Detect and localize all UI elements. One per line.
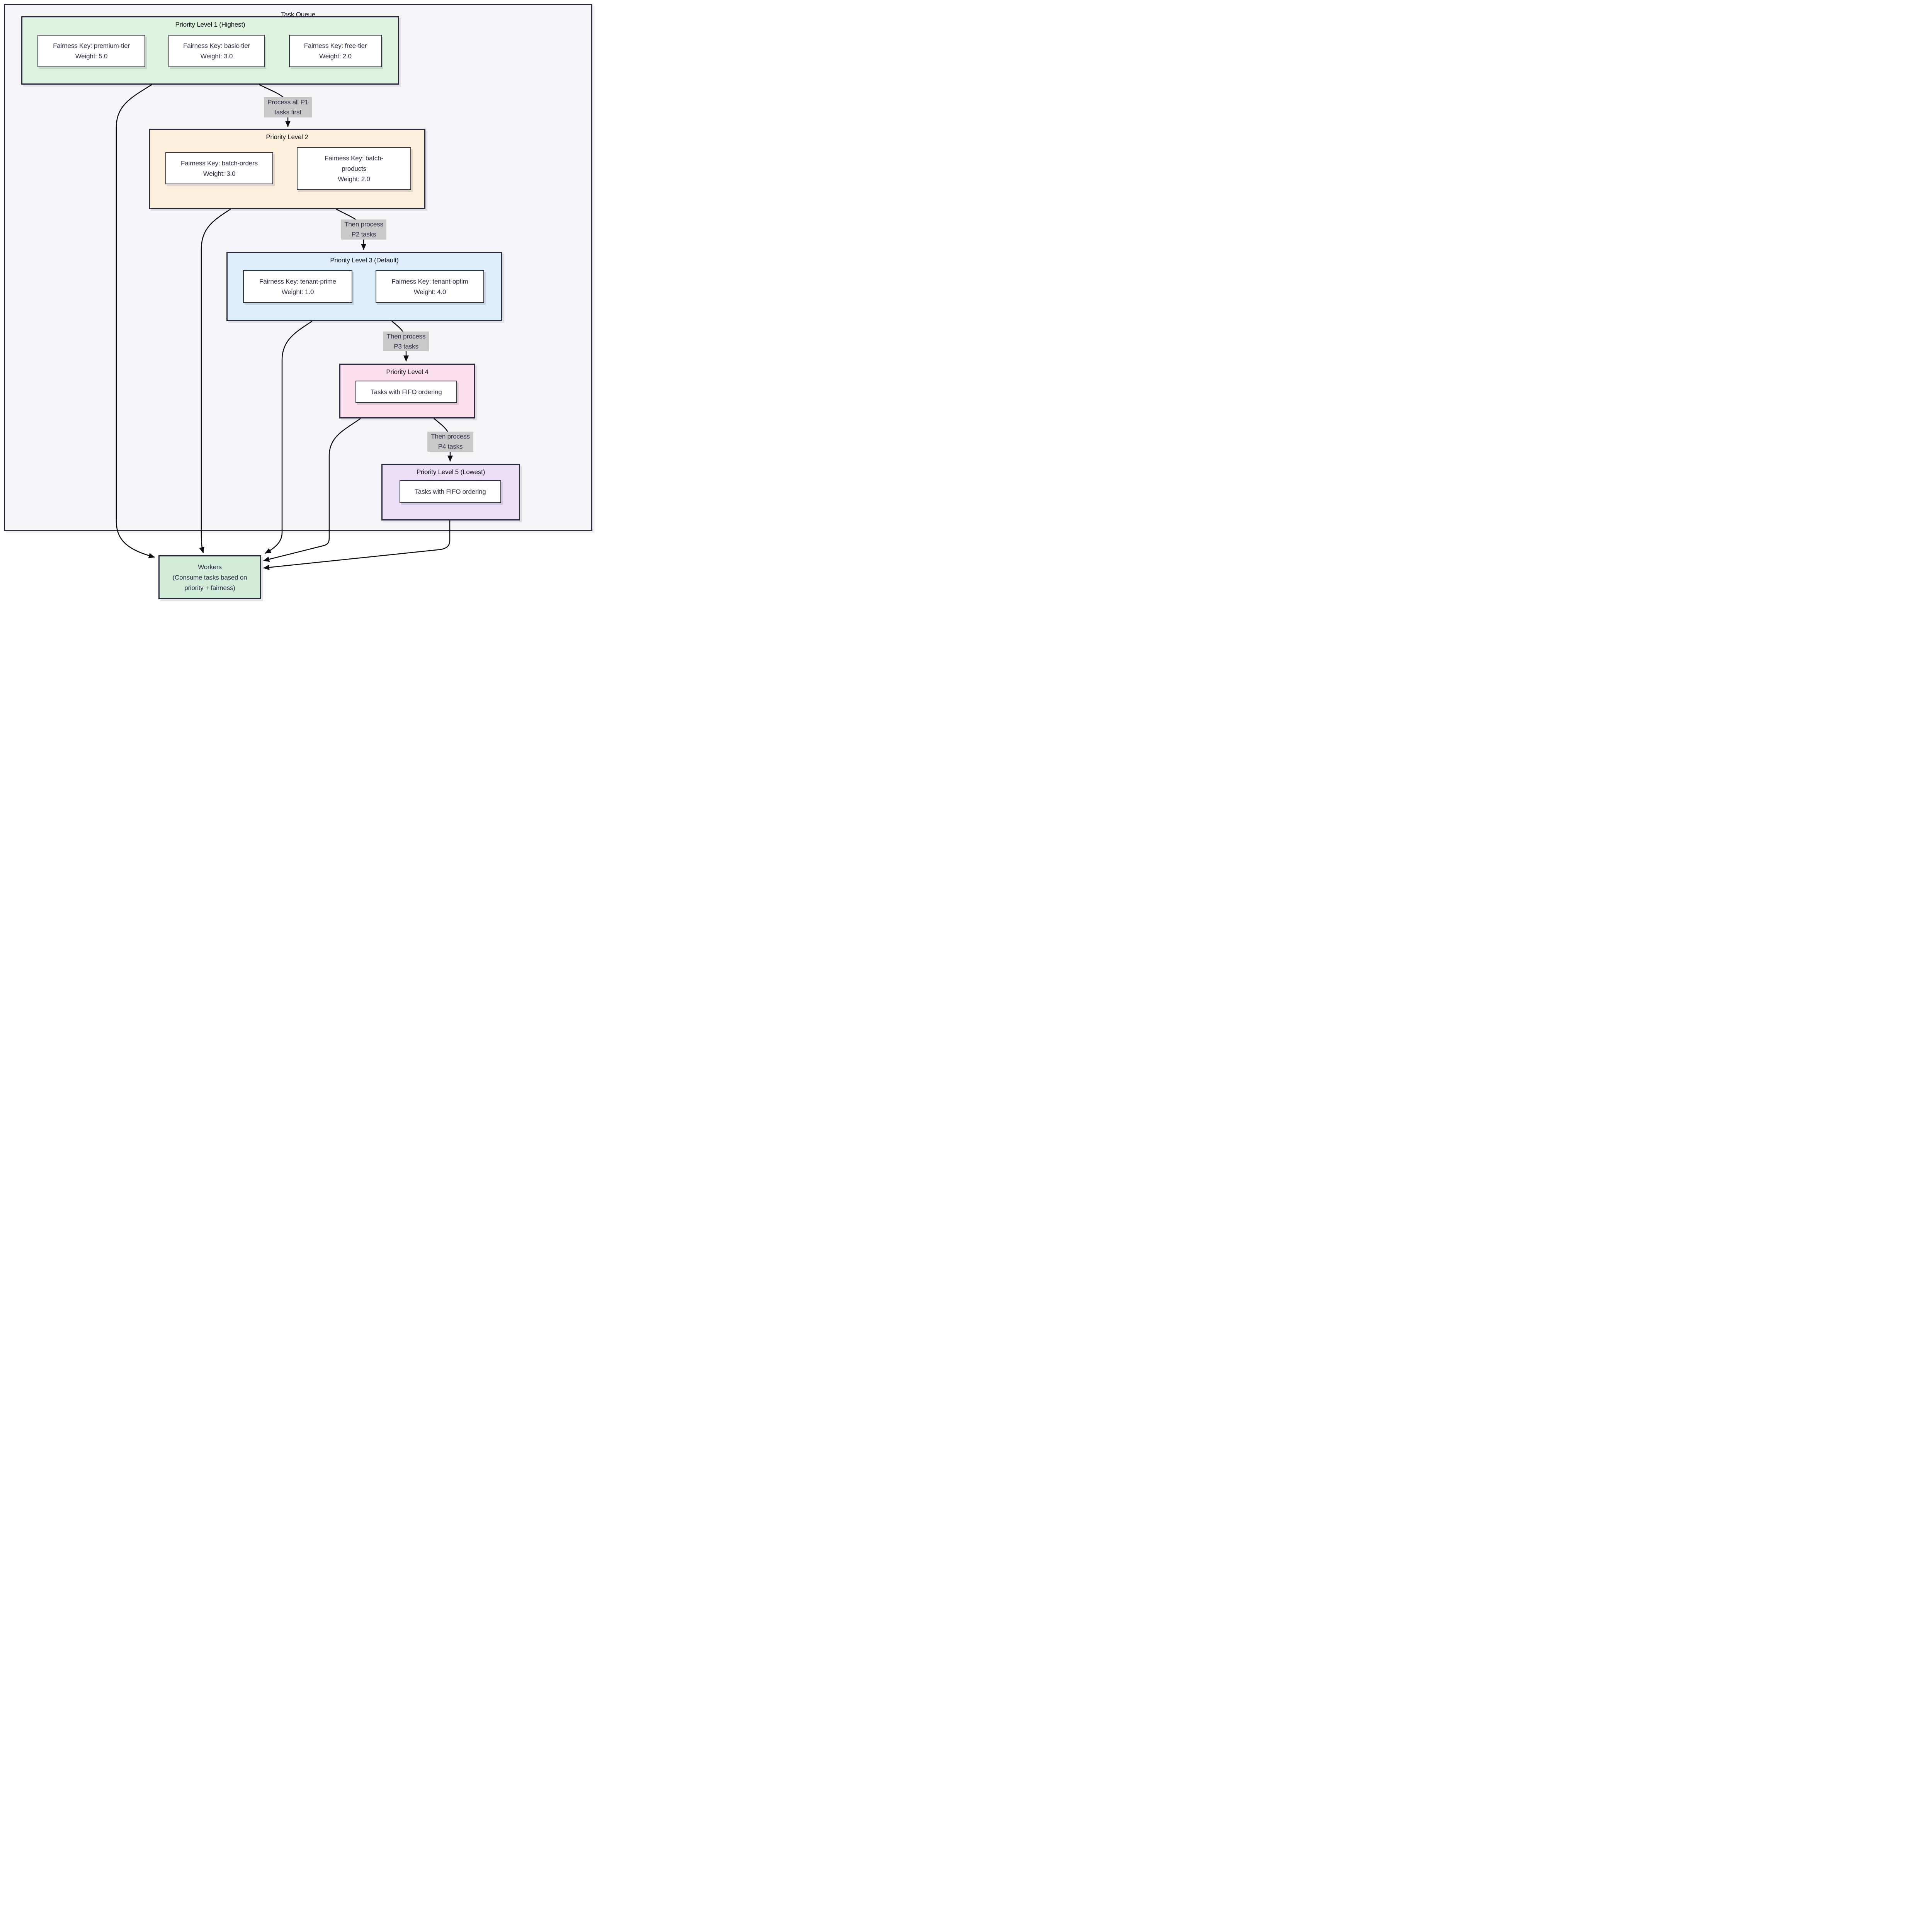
card-line: products	[342, 165, 366, 172]
workers-line: Workers	[198, 563, 222, 571]
edge-label-line: Then process	[386, 332, 426, 340]
card-line: Tasks with FIFO ordering	[371, 388, 442, 396]
queue-priority-level-1-title: Priority Level 1 (Highest)	[175, 21, 245, 28]
card-line: Fairness Key: free-tier	[304, 42, 367, 49]
fifo-card-p5: Tasks with FIFO ordering	[400, 480, 501, 503]
workers-node: Workers (Consume tasks based on priority…	[158, 555, 261, 599]
edge-label-process-p1: Process all P1 tasks first	[264, 97, 312, 117]
workers-line: (Consume tasks based on	[172, 573, 247, 581]
edge-label-line: Then process	[431, 433, 470, 440]
card-line: Weight: 3.0	[203, 170, 236, 177]
fairness-card-free-tier: Fairness Key: free-tier Weight: 2.0	[289, 35, 382, 67]
edge-label-line: tasks first	[274, 108, 301, 116]
fairness-card-batch-orders: Fairness Key: batch-orders Weight: 3.0	[165, 152, 273, 184]
edge-label-line: Process all P1	[267, 98, 308, 106]
card-line: Weight: 1.0	[281, 288, 314, 296]
card-line: Weight: 4.0	[413, 288, 446, 296]
fairness-card-basic-tier: Fairness Key: basic-tier Weight: 3.0	[168, 35, 265, 67]
queue-priority-level-5: Priority Level 5 (Lowest) Tasks with FIF…	[381, 464, 520, 520]
card-line: Fairness Key: batch-	[325, 155, 383, 162]
card-line: Weight: 3.0	[200, 53, 233, 60]
fairness-card-batch-products: Fairness Key: batch- products Weight: 2.…	[297, 147, 411, 190]
card-line: Weight: 2.0	[319, 53, 352, 60]
edge-label-line: Then process	[344, 221, 383, 228]
edge-label-process-p2: Then process P2 tasks	[341, 219, 386, 240]
edge-label-process-p3: Then process P3 tasks	[383, 332, 429, 351]
fifo-card-p4: Tasks with FIFO ordering	[355, 381, 457, 403]
fairness-card-premium-tier: Fairness Key: premium-tier Weight: 5.0	[37, 35, 145, 67]
card-line: Fairness Key: premium-tier	[53, 42, 130, 49]
queue-priority-level-3-title: Priority Level 3 (Default)	[330, 257, 399, 264]
card-line: Weight: 5.0	[75, 53, 108, 60]
queue-priority-level-3: Priority Level 3 (Default) Fairness Key:…	[226, 252, 502, 321]
flowchart-canvas: Task Queue Priority Level 1 (Highest) Fa…	[0, 0, 596, 601]
queue-priority-level-2: Priority Level 2 Fairness Key: batch-ord…	[149, 129, 425, 209]
edge-label-process-p4: Then process P4 tasks	[427, 432, 473, 452]
card-line: Fairness Key: tenant-optim	[391, 277, 468, 285]
card-line: Fairness Key: tenant-prime	[259, 277, 336, 285]
queue-priority-level-4-title: Priority Level 4	[386, 368, 429, 376]
edge-label-line: P3 tasks	[394, 342, 418, 350]
card-line: Tasks with FIFO ordering	[415, 488, 486, 495]
workers-line: priority + fairness)	[184, 584, 235, 592]
queue-priority-level-5-title: Priority Level 5 (Lowest)	[416, 468, 485, 476]
edge-label-line: P2 tasks	[351, 231, 376, 238]
queue-priority-level-1: Priority Level 1 (Highest) Fairness Key:…	[21, 16, 399, 85]
card-line: Fairness Key: basic-tier	[183, 42, 250, 49]
fairness-card-tenant-prime: Fairness Key: tenant-prime Weight: 1.0	[243, 270, 352, 303]
card-line: Fairness Key: batch-orders	[181, 159, 258, 167]
queue-priority-level-2-title: Priority Level 2	[266, 133, 308, 141]
card-line: Weight: 2.0	[338, 175, 370, 183]
queue-priority-level-4: Priority Level 4 Tasks with FIFO orderin…	[339, 364, 475, 418]
edge-label-line: P4 tasks	[438, 443, 463, 450]
fairness-card-tenant-optim: Fairness Key: tenant-optim Weight: 4.0	[376, 270, 484, 303]
